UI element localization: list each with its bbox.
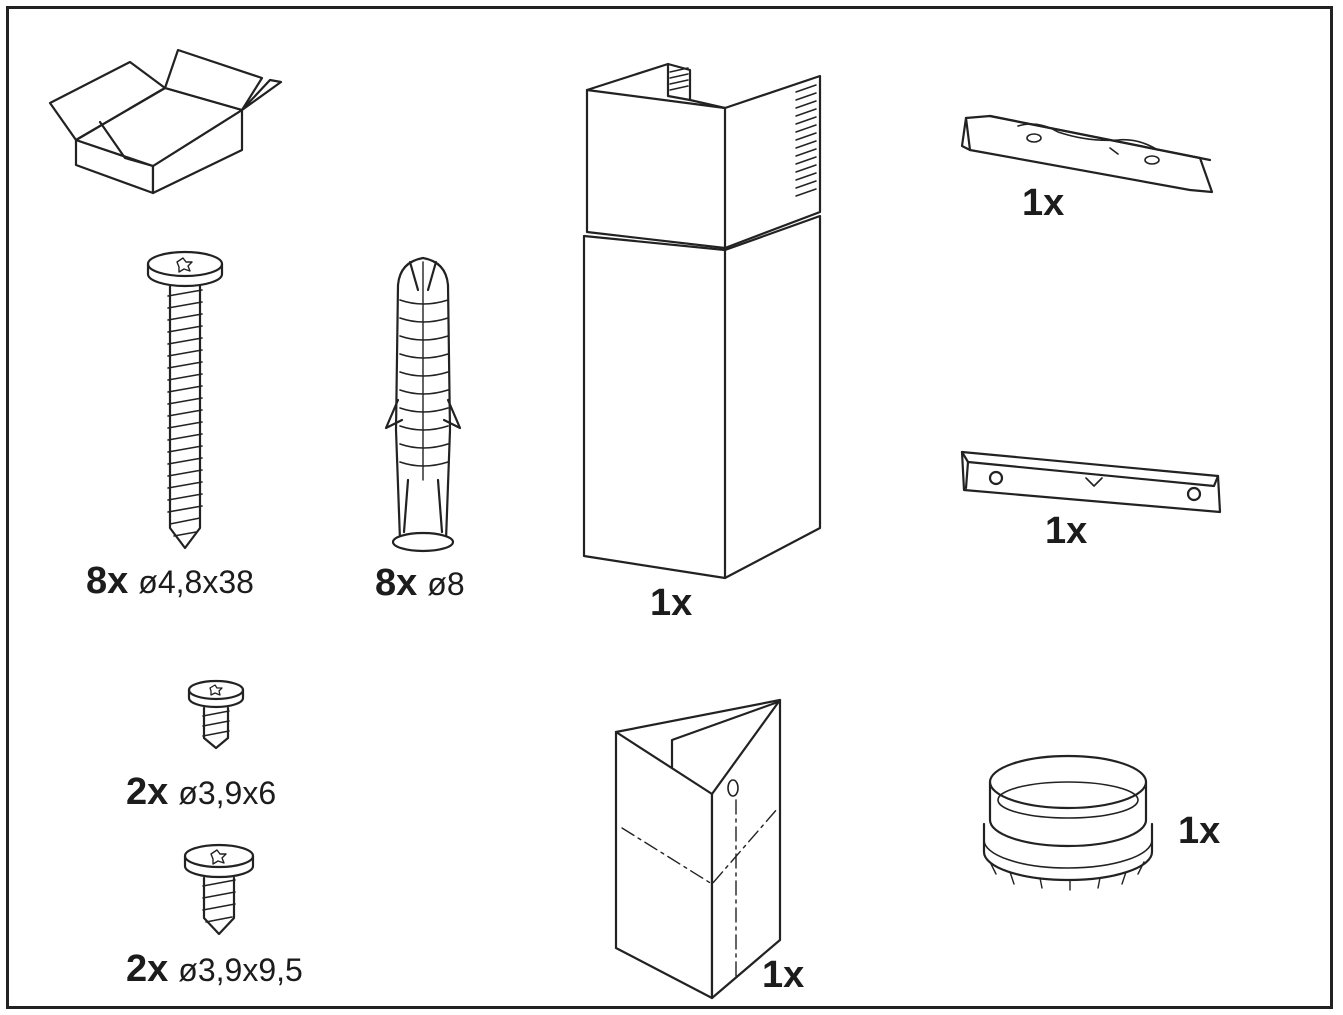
bracket-top-label: 1x [1022, 184, 1064, 222]
short-screw-large-qty: 2x [126, 948, 169, 990]
corner-piece-qty: 1x [762, 954, 805, 996]
collar-ring-label: 1x [1178, 812, 1220, 850]
wall-plug-qty: 8x [375, 562, 418, 604]
bracket-bottom-label: 1x [1045, 512, 1087, 550]
chimney-icon [582, 62, 822, 580]
wall-plug-dim: ø8 [427, 566, 465, 602]
short-screw-small-icon [187, 679, 245, 750]
bracket-bottom-qty: 1x [1045, 510, 1088, 552]
short-screw-small-dim: ø3,9x6 [178, 775, 277, 811]
corner-piece-label: 1x [762, 956, 804, 994]
short-screw-large-icon [183, 843, 255, 936]
short-screw-large-dim: ø3,9x9,5 [178, 952, 303, 988]
long-screw-qty: 8x [86, 560, 129, 602]
box-icon [48, 48, 283, 195]
corner-piece-icon [614, 698, 782, 1000]
collar-ring-icon [982, 754, 1154, 891]
chimney-label: 1x [650, 584, 692, 622]
collar-ring-qty: 1x [1178, 810, 1221, 852]
long-screw-icon [146, 250, 224, 550]
short-screw-small-qty: 2x [126, 771, 169, 813]
long-screw-dim: ø4,8x38 [138, 564, 254, 600]
bracket-top-icon [960, 114, 1214, 194]
bracket-top-qty: 1x [1022, 182, 1065, 224]
bracket-bottom-icon [960, 450, 1222, 514]
chimney-qty: 1x [650, 582, 693, 624]
wall-plug-icon [384, 256, 462, 553]
